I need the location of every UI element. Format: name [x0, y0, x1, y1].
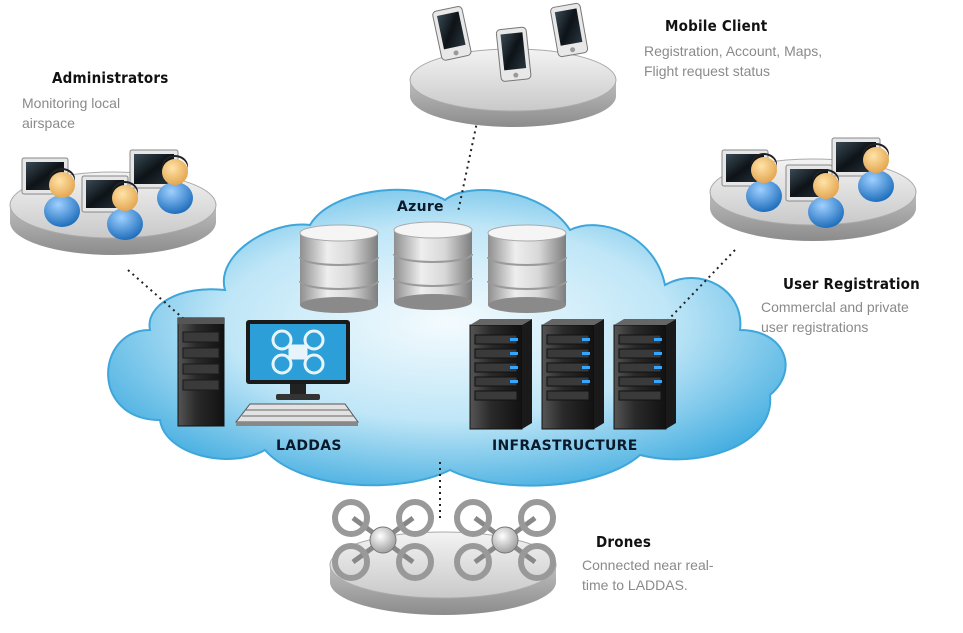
- user-icon: [107, 181, 143, 240]
- drones-desc-line1: Connected near real-: [582, 557, 714, 573]
- drones-title: Drones: [596, 533, 652, 551]
- user-registration-desc-line1: Commerclal and private: [761, 299, 909, 315]
- user-icon: [858, 143, 894, 202]
- administrators-desc-line2: airspace: [22, 115, 75, 131]
- database-icon: [393, 221, 473, 310]
- keyboard-icon: [234, 403, 359, 426]
- mobile-client-desc-line2: Flight request status: [644, 63, 771, 79]
- drones-desc-line2: time to LADDAS.: [582, 577, 688, 593]
- user-registration-desc-line2: user registrations: [761, 319, 869, 335]
- server-icon: [541, 319, 604, 430]
- server-icon: [469, 319, 532, 430]
- phone-icon: [495, 26, 532, 82]
- laddas-label: LADDAS: [276, 438, 342, 454]
- user-icon: [746, 153, 782, 212]
- drone-icon: [332, 499, 434, 581]
- administrators-desc-line1: Monitoring local: [22, 95, 121, 111]
- administrators-description: Monitoring local airspace: [22, 93, 120, 133]
- mobile-devices: [432, 2, 589, 82]
- administrators-title: Administrators: [52, 69, 169, 87]
- user-registration-title: User Registration: [783, 275, 920, 293]
- user-icon: [44, 168, 80, 227]
- admin-workstations: [21, 149, 193, 240]
- user-registration-description: Commerclal and private user registration…: [761, 297, 909, 337]
- drones-description: Connected near real- time to LADDAS.: [582, 555, 714, 595]
- database-icon: [487, 224, 567, 313]
- mobile-platform: [409, 48, 617, 127]
- laddas-monitor: [246, 320, 350, 400]
- user-registration-workstations: [721, 137, 894, 228]
- mobile-client-description: Registration, Account, Maps, Flight requ…: [644, 41, 822, 81]
- infrastructure-servers: [469, 319, 676, 430]
- drone-icon: [454, 499, 556, 581]
- server-icon: [613, 319, 676, 430]
- user-icon: [808, 169, 844, 228]
- infrastructure-label: INFRASTRUCTURE: [492, 438, 638, 454]
- phone-icon: [432, 6, 472, 61]
- connector-admin: [127, 269, 186, 321]
- database-icons: [299, 221, 567, 313]
- connector-user: [667, 249, 736, 321]
- database-icon: [299, 224, 379, 313]
- connectors: [127, 107, 736, 520]
- phone-icon: [550, 2, 589, 58]
- mobile-client-title: Mobile Client: [665, 17, 768, 35]
- azure-label: Azure: [397, 199, 444, 215]
- user-icon: [157, 155, 193, 214]
- laddas-server: [177, 317, 225, 427]
- mobile-client-desc-line1: Registration, Account, Maps,: [644, 43, 823, 59]
